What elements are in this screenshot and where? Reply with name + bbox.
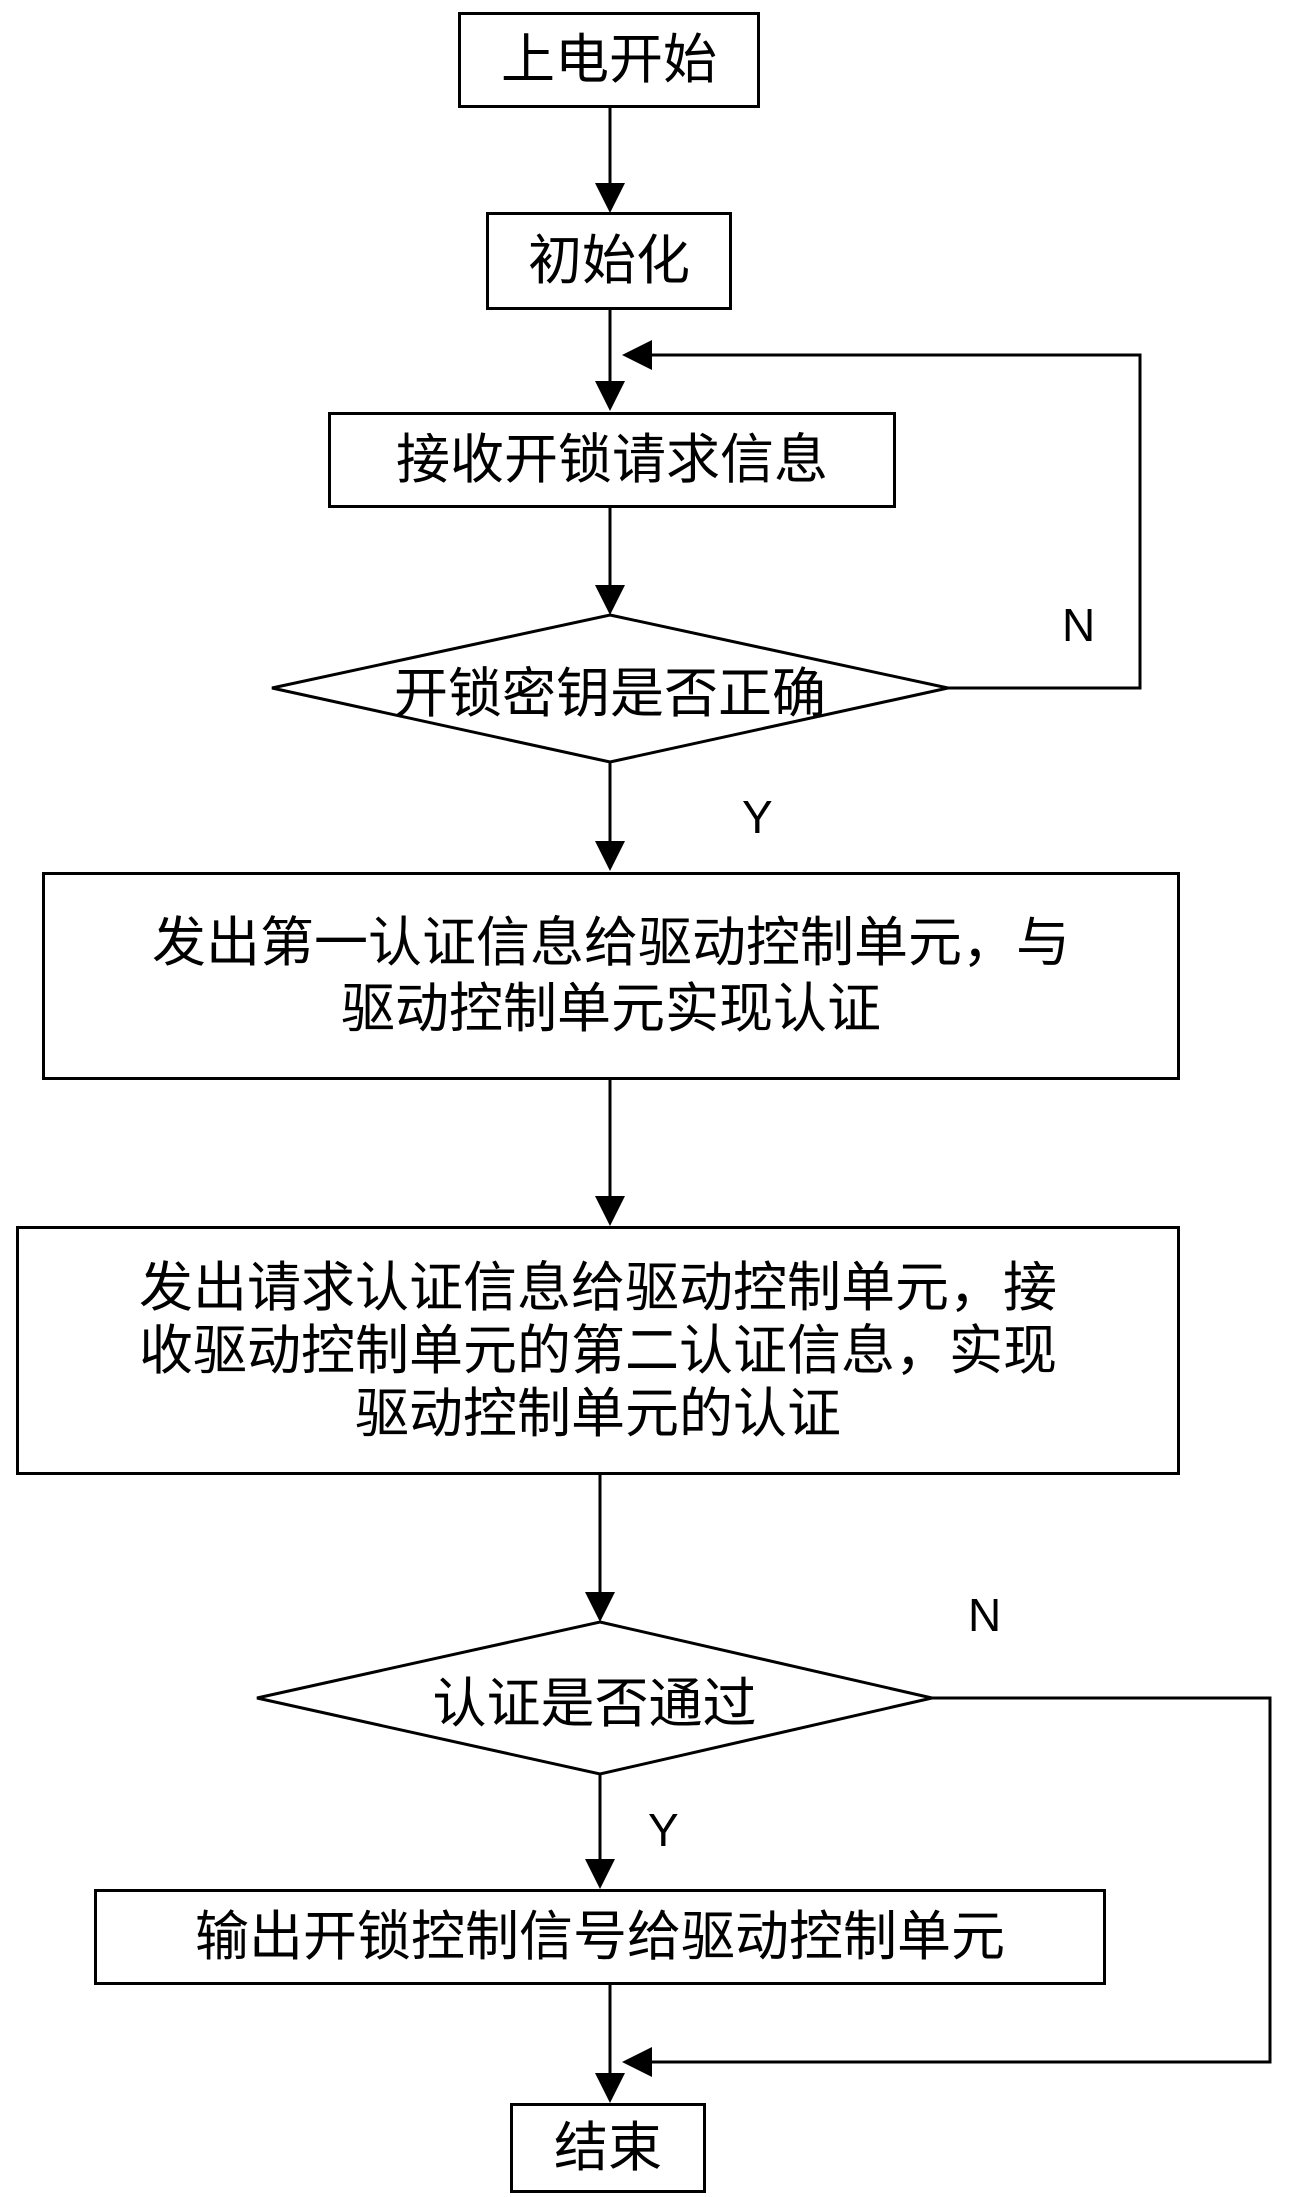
first-auth-line-1: 发出第一认证信息给驱动控制单元，与 [152, 911, 1070, 975]
label-auth-no: N [968, 1589, 1002, 1641]
node-output: 输出开锁控制信号给驱动控制单元 [94, 1889, 1106, 1985]
node-auth-check-label: 认证是否通过 [432, 1671, 757, 1735]
decision-auth-check-shape [256, 1620, 933, 1776]
decision-key-check-shape [271, 613, 949, 764]
second-auth-line-2: 收驱动控制单元的第二认证信息，实现 [139, 1318, 1057, 1382]
node-receive: 接收开锁请求信息 [328, 412, 896, 508]
second-auth-line-3: 驱动控制单元的认证 [355, 1382, 841, 1446]
node-init: 初始化 [486, 212, 732, 310]
node-first-auth: 发出第一认证信息给驱动控制单元，与 驱动控制单元实现认证 [42, 872, 1180, 1080]
second-auth-line-1: 发出请求认证信息给驱动控制单元，接 [139, 1255, 1057, 1319]
node-second-auth: 发出请求认证信息给驱动控制单元，接 收驱动控制单元的第二认证信息，实现 驱动控制… [16, 1226, 1180, 1475]
first-auth-line-2: 驱动控制单元实现认证 [341, 977, 881, 1040]
label-auth-yes: Y [648, 1804, 679, 1856]
node-key-check-label: 开锁密钥是否正确 [394, 661, 826, 725]
path-auth-no-to-end [622, 1696, 1272, 2077]
node-start: 上电开始 [458, 12, 760, 108]
node-end: 结束 [510, 2103, 706, 2193]
loop-key-no-to-receive [622, 340, 1142, 690]
label-key-no: N [1062, 599, 1096, 651]
label-key-yes: Y [742, 791, 773, 843]
